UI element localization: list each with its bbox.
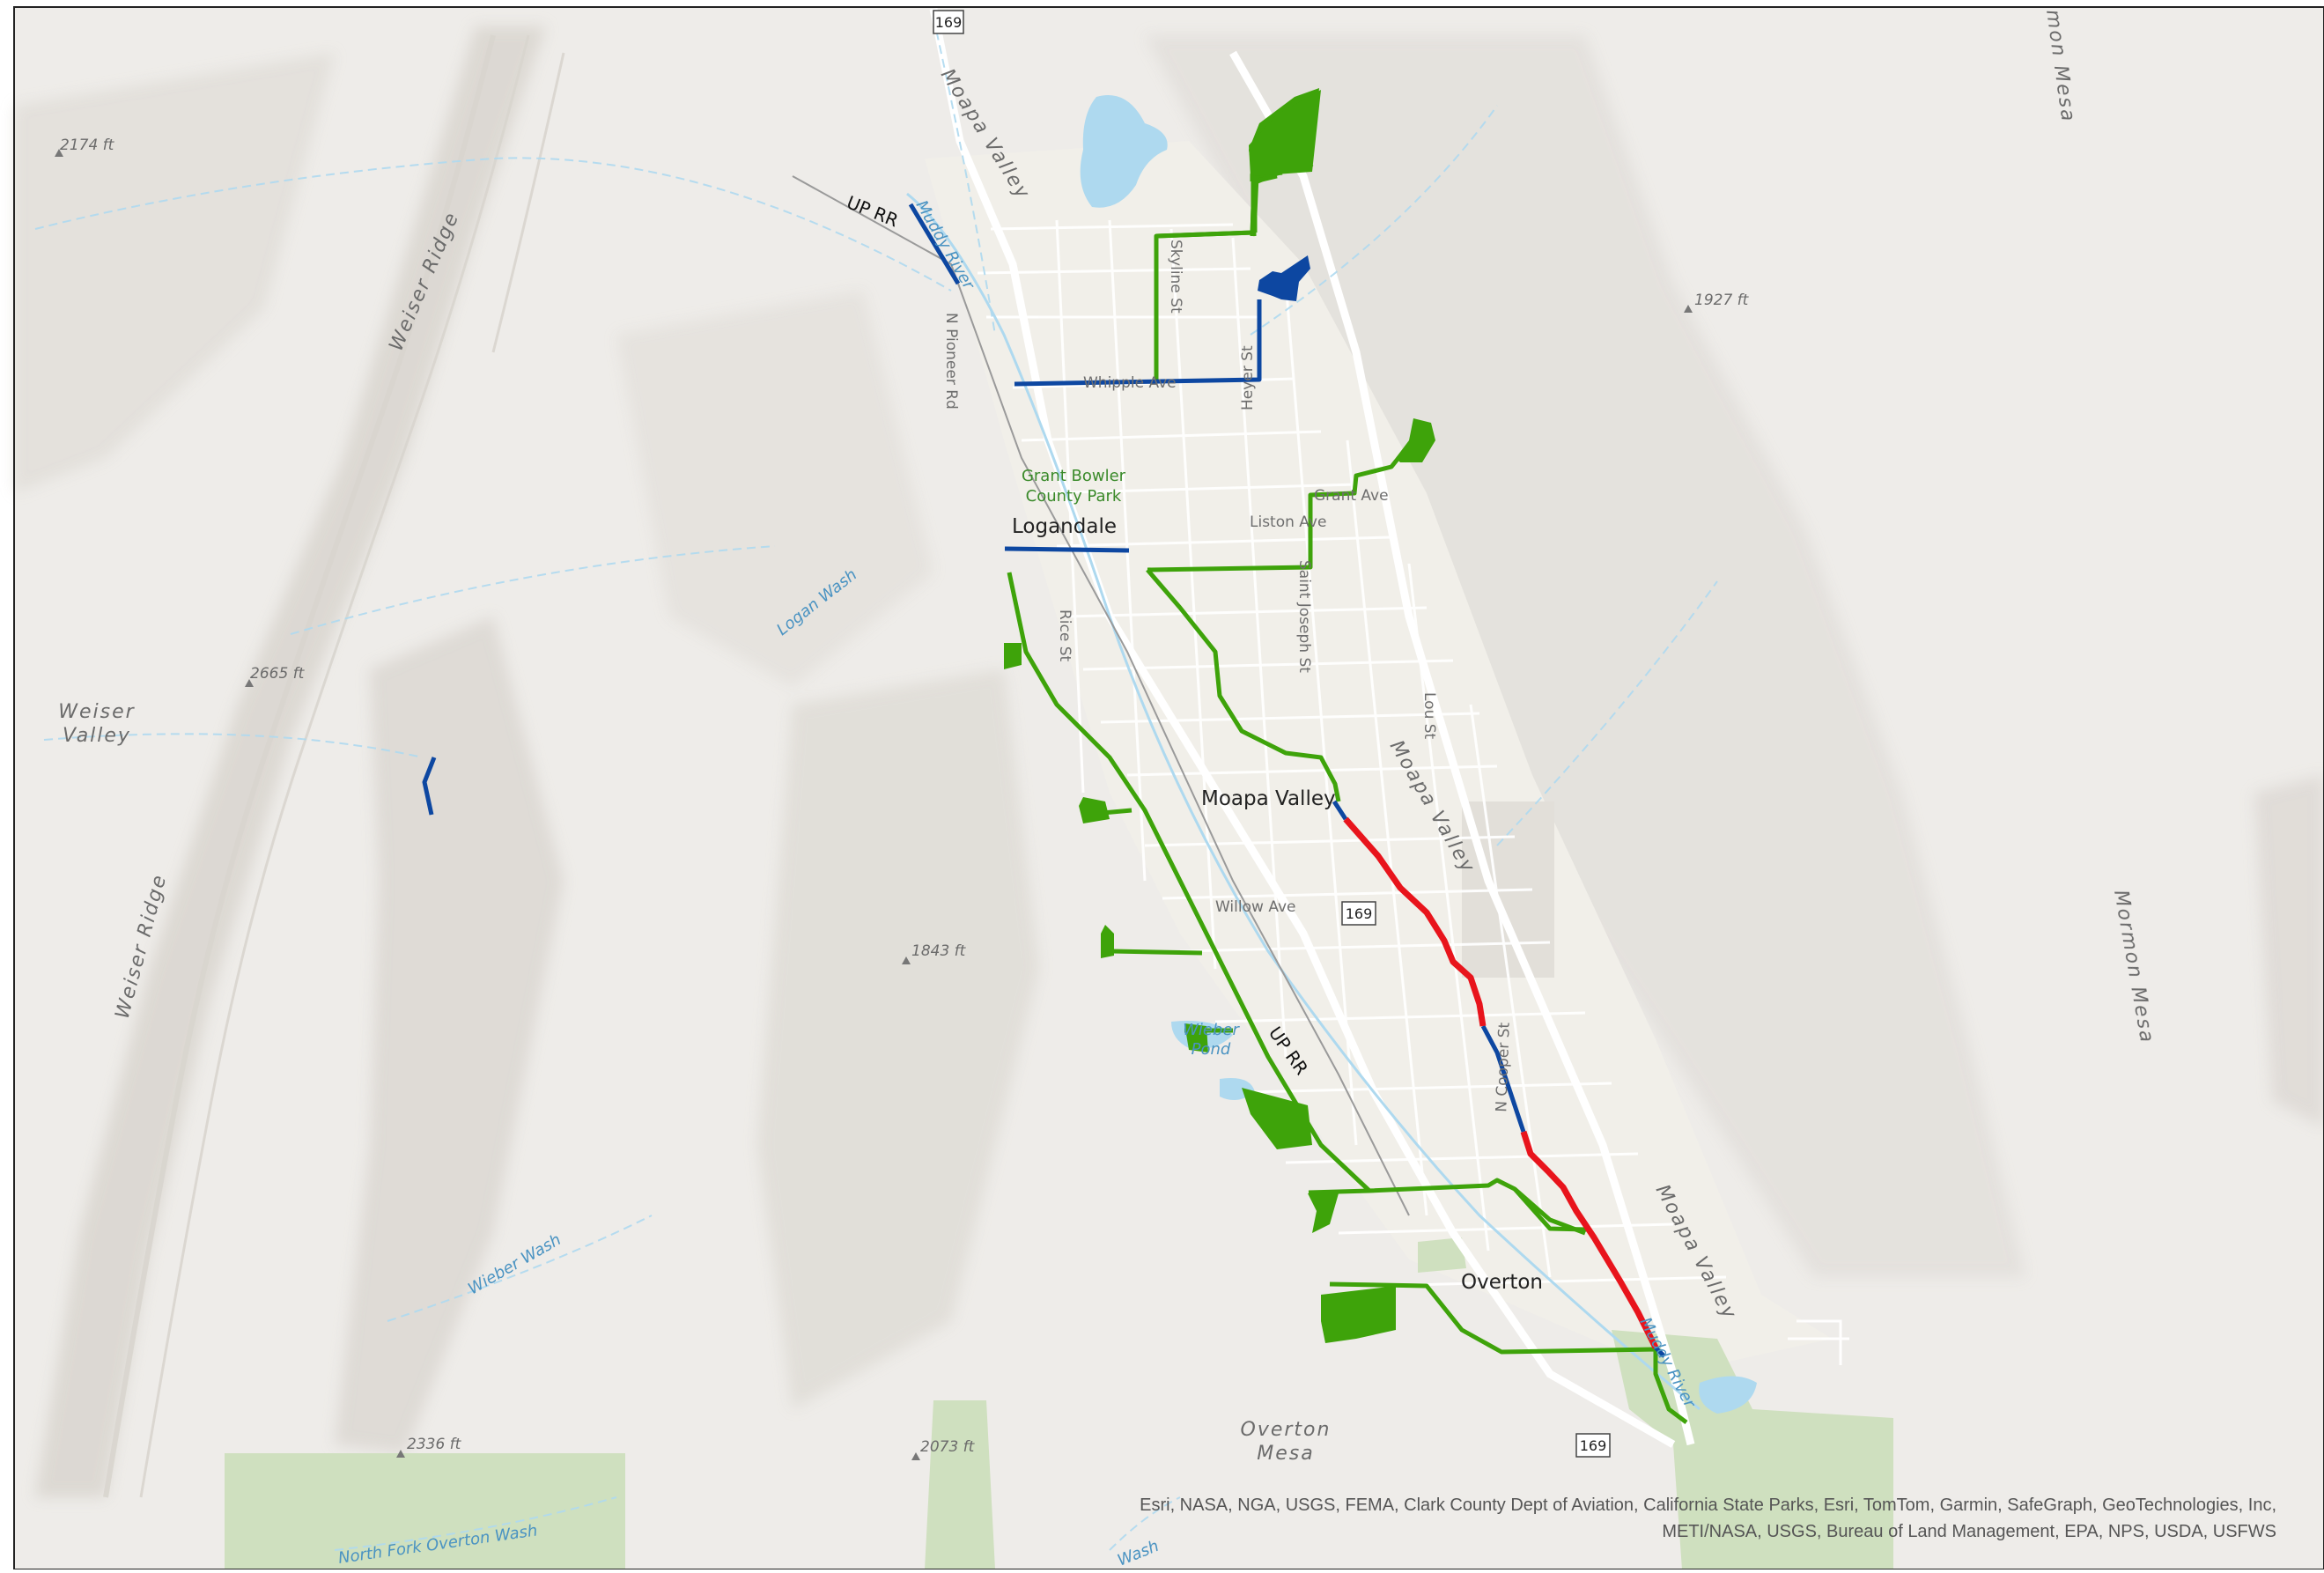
elevation-label: 2174 ft <box>60 137 115 154</box>
hillshade <box>14 26 2324 1497</box>
water-label-line: Pond <box>1192 1040 1231 1059</box>
place-label: Moapa Valley <box>1201 787 1336 810</box>
highway-shields: 169 169 169 <box>933 10 1611 1458</box>
street-label: Lou St <box>1420 692 1438 740</box>
street-label: Rice St <box>1056 609 1073 662</box>
street-label: Liston Ave <box>1250 513 1326 531</box>
elevation-label: 1843 ft <box>911 942 967 960</box>
map-attribution: Esri, NASA, NGA, USGS, FEMA, Clark Count… <box>1140 1495 2276 1541</box>
street-label: Willow Ave <box>1215 898 1295 916</box>
streams <box>34 17 1718 1551</box>
park-label-line: County Park <box>1026 487 1122 506</box>
town-area <box>925 141 1832 1374</box>
water-label-line: Wieber <box>1183 1021 1240 1039</box>
park-areas <box>225 1237 1893 1569</box>
red-segments <box>1343 816 1659 1349</box>
place-label: Overton <box>1461 1271 1543 1294</box>
terrain-label-line: Mesa <box>1257 1443 1314 1465</box>
highway-shield-number: 169 <box>935 14 963 31</box>
street-label: Saint Joseph St <box>1295 560 1313 673</box>
elevation-label: 2665 ft <box>250 665 306 683</box>
blue-segments <box>422 203 1666 1358</box>
street-label: Grant Ave <box>1314 487 1389 505</box>
elevation-label: 2073 ft <box>920 1438 976 1456</box>
highway-shield-number: 169 <box>1580 1437 1607 1454</box>
terrain-label-line: Overton <box>1241 1419 1332 1441</box>
street-label: N Cooper St <box>1493 1022 1514 1112</box>
terrain-label-line: Weiser <box>58 701 135 723</box>
park-label-line: Grant Bowler <box>1022 467 1126 485</box>
blue-water-feature <box>1258 255 1310 301</box>
major-roads <box>929 8 1695 1448</box>
place-label: Logandale <box>1012 515 1117 538</box>
highway-shield: 169 <box>933 10 964 34</box>
railroad-line <box>792 175 1410 1216</box>
highway-shield: 169 <box>1341 901 1376 926</box>
highway-shield: 169 <box>1575 1433 1611 1458</box>
elevation-labels: 2174 ft 2665 ft 1843 ft 1927 ft 2336 ft … <box>60 137 1750 1456</box>
muddy-river <box>906 192 1701 1411</box>
elevation-label: 2336 ft <box>407 1436 462 1453</box>
green-polygons <box>1004 88 1435 1343</box>
elevation-label: 1927 ft <box>1694 292 1750 309</box>
highway-shield-number: 169 <box>1346 905 1373 922</box>
street-labels: Whipple Ave Grant Ave Liston Ave Willow … <box>942 240 1514 1112</box>
elevation-markers <box>55 149 1693 1460</box>
place-labels: Logandale Moapa Valley Overton <box>1012 515 1543 1294</box>
street-label: Whipple Ave <box>1083 374 1177 392</box>
green-network <box>1154 165 1295 380</box>
terrain-label-line: Valley <box>63 725 131 747</box>
street-label: Heyer St <box>1239 345 1257 410</box>
street-label: Skyline St <box>1167 240 1184 314</box>
green-routes <box>1007 161 1688 1424</box>
street-label: N Pioneer Rd <box>942 313 960 410</box>
ridge-lines <box>103 34 565 1498</box>
